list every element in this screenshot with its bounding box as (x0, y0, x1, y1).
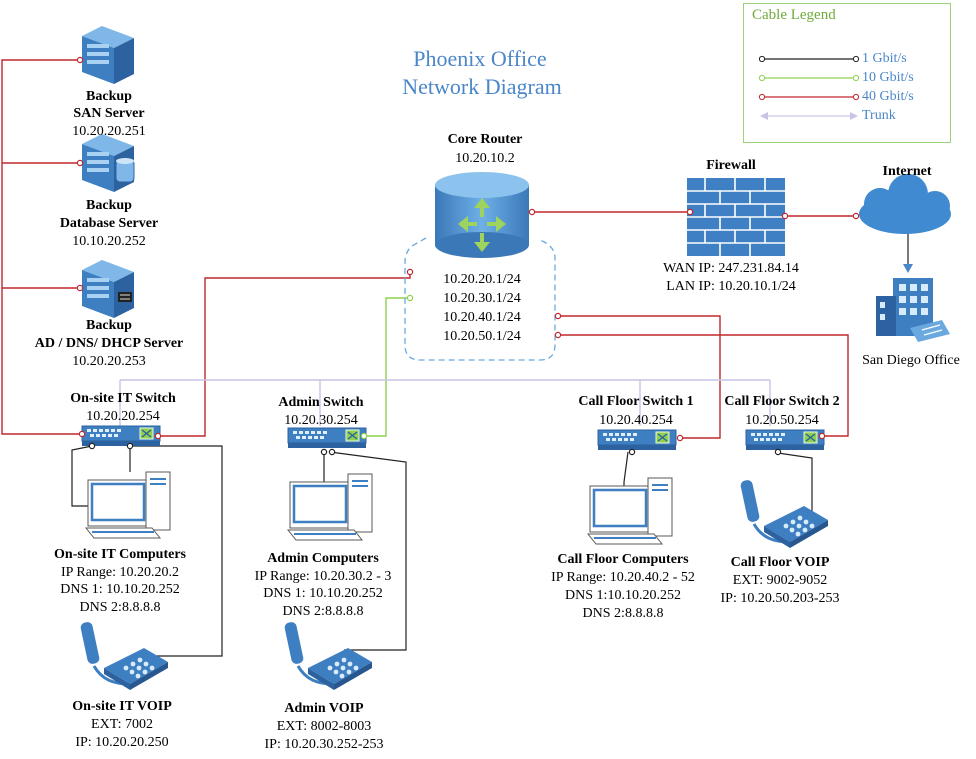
core-router-ip: 10.20.10.2 (455, 151, 515, 166)
computers-dns2: DNS 2:8.8.8.8 (79, 600, 161, 615)
switch-name: Call Floor Switch 2 (724, 394, 840, 409)
voip-ext: EXT: 7002 (91, 717, 153, 732)
computers-ip-range: IP Range: 10.20.40.2 - 52 (551, 570, 695, 585)
voip-name: On-site IT VOIP (72, 699, 172, 714)
voip-ext: EXT: 8002-8003 (276, 719, 372, 734)
cable-legend (743, 3, 951, 143)
computers-dns2: DNS 2:8.8.8.8 (282, 604, 364, 619)
diagram-title-line2: Network Diagram (402, 74, 562, 99)
computers-ip-range: IP Range: 10.20.30.2 - 3 (254, 569, 392, 584)
computer-icon (84, 470, 172, 540)
internet-arrow (903, 264, 913, 273)
firewall-wan-ip: WAN IP: 247.231.84.14 (663, 261, 799, 276)
link-10g-admin (364, 297, 410, 437)
legend-item-label: 1 Gbit/s (862, 51, 907, 66)
computers-name: On-site IT Computers (54, 547, 186, 562)
switch-name: On-site IT Switch (70, 391, 176, 406)
firewall-name: Firewall (706, 158, 756, 173)
diagram-title-line1: Phoenix Office (413, 46, 547, 71)
internet-cloud-icon (859, 174, 951, 234)
computer-icon (586, 476, 674, 546)
router-interface: 10.20.30.1/24 (443, 291, 521, 306)
server-name: Backup (86, 198, 132, 213)
voip-ip: IP: 10.20.30.252-253 (264, 737, 384, 752)
server-ip: 10.20.20.253 (72, 354, 146, 369)
database-server-icon (82, 134, 135, 192)
trunk-links (119, 379, 771, 426)
server-name: Backup (86, 318, 132, 333)
legend-item-label: 40 Gbit/s (862, 89, 914, 104)
firewall-lan-ip: LAN IP: 10.20.10.1/24 (666, 279, 796, 294)
firewall-icon (687, 178, 785, 256)
switch-ip: 10.20.20.254 (86, 409, 160, 424)
switch-ip: 10.20.30.254 (284, 413, 358, 428)
router-interface: 10.20.50.1/24 (443, 329, 521, 344)
ad-dns-dhcp-server-icon (82, 260, 134, 318)
internet-label: Internet (882, 164, 932, 179)
switch-icon (287, 427, 367, 449)
computers-name: Admin Computers (267, 551, 379, 566)
legend-item-label: Trunk (862, 108, 896, 123)
computer-icon (286, 472, 374, 542)
legend-item-label: 10 Gbit/s (862, 70, 914, 85)
server-ip: 10.20.20.251 (72, 124, 146, 139)
server-name: SAN Server (73, 106, 145, 121)
computers-name: Call Floor Computers (557, 552, 689, 567)
switch-name: Admin Switch (278, 395, 364, 410)
switch-ip: 10.20.50.254 (745, 413, 819, 428)
voip-phone-icon (78, 619, 170, 692)
links-1g (71, 232, 909, 657)
san-server-icon (82, 26, 134, 84)
router-interface: 10.20.20.1/24 (443, 272, 521, 287)
switch-icon (745, 429, 825, 451)
server-name: Backup (86, 89, 132, 104)
office-building-icon (876, 278, 950, 342)
computers-dns2: DNS 2:8.8.8.8 (582, 606, 664, 621)
switch-ip: 10.20.40.254 (599, 413, 673, 428)
computers-dns1: DNS 1: 10.10.20.252 (263, 586, 383, 601)
voip-ext: EXT: 9002-9052 (732, 573, 828, 588)
server-name: AD / DNS/ DHCP Server (34, 336, 184, 351)
router-interface: 10.20.40.1/24 (443, 310, 521, 325)
computers-dns1: DNS 1: 10.10.20.252 (60, 582, 180, 597)
legend-title: Cable Legend (752, 7, 836, 23)
voip-ip: IP: 10.20.50.203-253 (720, 591, 840, 606)
port-dots (76, 56, 860, 456)
server-ip: 10.10.20.252 (72, 234, 146, 249)
remote-office-label: San Diego Office (862, 353, 960, 368)
switch-icon (597, 429, 677, 451)
router-interface-bubble (404, 237, 556, 361)
voip-phone-icon (282, 619, 374, 692)
voip-phone-icon (738, 477, 830, 550)
server-name: Database Server (59, 216, 159, 231)
switch-icon (81, 425, 161, 447)
core-router-icon (435, 172, 529, 258)
voip-name: Call Floor VOIP (730, 555, 830, 570)
switch-name: Call Floor Switch 1 (578, 394, 694, 409)
voip-ip: IP: 10.20.20.250 (75, 735, 169, 750)
computers-ip-range: IP Range: 10.20.20.2 (60, 565, 180, 580)
core-router-name: Core Router (447, 132, 523, 147)
server-bus-40g (1, 59, 856, 439)
voip-name: Admin VOIP (284, 701, 364, 716)
computers-dns1: DNS 1:10.10.20.252 (565, 588, 681, 603)
legend-lines (758, 55, 860, 120)
